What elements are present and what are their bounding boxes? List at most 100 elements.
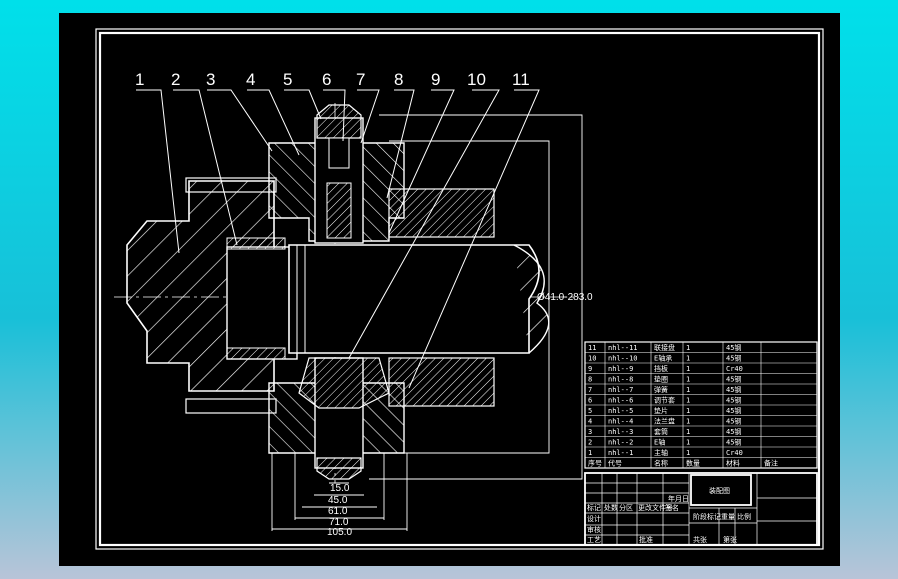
drawing-name: 装配图	[709, 486, 730, 495]
parts-cell-qty: 1	[686, 365, 690, 373]
dim-71: 71.0	[329, 517, 349, 528]
parts-cell-material: 45钢	[726, 417, 741, 426]
tb-label-14: 第张	[723, 535, 737, 544]
tb-label-7: 审核	[587, 525, 601, 534]
parts-cell-code: nhl--7	[608, 386, 633, 394]
parts-cell-qty: 1	[686, 407, 690, 415]
nut-top	[316, 104, 362, 139]
parts-cell-name: 弹簧	[654, 385, 668, 394]
lower-block	[298, 357, 390, 409]
right-flange-top	[388, 188, 495, 238]
parts-cell-code: nhl--8	[608, 376, 633, 384]
parts-cell-code: nhl--9	[608, 365, 633, 373]
spring	[326, 182, 352, 239]
parts-cell-code: nhl--5	[608, 407, 633, 415]
parts-cell-no: 10	[588, 355, 596, 363]
parts-cell-qty: 1	[686, 355, 690, 363]
tb-label-1: 处数	[604, 503, 618, 512]
parts-cell-name: E轴	[654, 438, 665, 447]
parts-header-cell: 名称	[654, 459, 668, 468]
parts-cell-no: 4	[588, 418, 592, 426]
parts-cell-material: 45钢	[726, 375, 741, 384]
shaft-break	[513, 244, 550, 354]
balloon-9: 9	[431, 70, 440, 89]
parts-cell-qty: 1	[686, 439, 690, 447]
tb-label-5: 年月日	[668, 494, 689, 503]
parts-cell-code: nhl--11	[608, 344, 638, 352]
balloon-6: 6	[322, 70, 331, 89]
parts-cell-material: 45钢	[726, 438, 741, 447]
dim-45: 45.0	[328, 495, 348, 506]
parts-cell-qty: 1	[686, 397, 690, 405]
tb-label-6: 设计	[587, 514, 601, 523]
tb-label-13: 共张	[693, 535, 707, 544]
parts-cell-name: 主轴	[654, 448, 668, 457]
outer-frame	[95, 28, 824, 550]
balloon-11: 11	[512, 70, 530, 89]
parts-cell-code: nhl--1	[608, 449, 633, 457]
parts-cell-qty: 1	[686, 428, 690, 436]
balloon-7: 7	[356, 70, 365, 89]
parts-cell-material: 45钢	[726, 354, 741, 363]
tb-label-4: 签名	[665, 503, 679, 512]
left-flange-bottom	[185, 398, 277, 414]
parts-cell-code: nhl--2	[608, 439, 633, 447]
bushing-bottom	[226, 347, 286, 360]
parts-cell-qty: 1	[686, 449, 690, 457]
tb-label-2: 分区	[619, 503, 633, 512]
parts-header-cell: 序号	[588, 459, 602, 468]
balloon-8: 8	[394, 70, 403, 89]
assembly-drawing: 1 2 3 4 5 6 7 8 9 10 11 Ø41.0-283.0 15.0…	[95, 28, 824, 550]
tb-label-3: 更改文件号	[638, 503, 673, 512]
parts-cell-material: 45钢	[726, 396, 741, 405]
parts-header-cell: 代号	[608, 459, 622, 468]
dim-shaft-fit: Ø41.0-283.0	[537, 292, 593, 303]
output-shaft	[288, 244, 540, 354]
nut-bottom	[316, 457, 362, 480]
tb-label-10: 阶段标记	[693, 512, 721, 521]
parts-header-cell: 材料	[726, 459, 740, 468]
dim-15: 15.0	[330, 483, 350, 494]
balloon-1: 1	[135, 70, 144, 89]
parts-cell-qty: 1	[686, 376, 690, 384]
balloon-5: 5	[283, 70, 292, 89]
parts-cell-qty: 1	[686, 418, 690, 426]
parts-cell-name: E轴承	[654, 354, 672, 363]
parts-cell-no: 8	[588, 376, 592, 384]
parts-cell-no: 11	[588, 344, 596, 352]
parts-cell-no: 5	[588, 407, 592, 415]
balloon-3: 3	[206, 70, 215, 89]
spindle-bore	[226, 246, 298, 360]
parts-cell-code: nhl--6	[608, 397, 633, 405]
parts-cell-material: 45钢	[726, 343, 741, 352]
parts-cell-no: 3	[588, 428, 592, 436]
parts-cell-code: nhl--10	[608, 355, 638, 363]
parts-cell-name: 垫片	[654, 406, 668, 415]
parts-cell-material: 45钢	[726, 406, 741, 415]
parts-cell-name: 法兰盘	[654, 417, 675, 426]
parts-cell-name: 调节套	[654, 396, 675, 405]
balloon-10: 10	[467, 70, 486, 89]
parts-cell-material: 45钢	[726, 427, 741, 436]
balloon-2: 2	[171, 70, 180, 89]
parts-header-cell: 备注	[764, 459, 778, 468]
title-block: 装配图 标记 处数 分区 更改文件号 签名 年月日 设计 审核 工艺 批准 阶段…	[584, 472, 818, 546]
tb-label-0: 标记	[587, 503, 601, 512]
parts-cell-no: 1	[588, 449, 592, 457]
adjust-sleeve	[328, 137, 350, 169]
parts-header-cell: 数量	[686, 459, 700, 468]
parts-cell-name: 套筒	[654, 427, 668, 436]
parts-cell-material: Cr40	[726, 449, 743, 457]
tb-label-9: 批准	[639, 535, 653, 544]
parts-cell-name: 挡板	[654, 364, 668, 373]
parts-cell-name: 垫圈	[654, 375, 668, 384]
dim-61: 61.0	[328, 506, 348, 517]
parts-cell-code: nhl--3	[608, 428, 633, 436]
parts-cell-no: 2	[588, 439, 592, 447]
parts-cell-no: 9	[588, 365, 592, 373]
parts-cell-name: 联接盘	[654, 343, 675, 352]
balloon-labels: 1 2 3 4 5 6 7 8 9 10 11	[135, 70, 530, 89]
tb-label-11: 重量	[721, 513, 735, 521]
right-flange-bottom	[388, 357, 495, 407]
